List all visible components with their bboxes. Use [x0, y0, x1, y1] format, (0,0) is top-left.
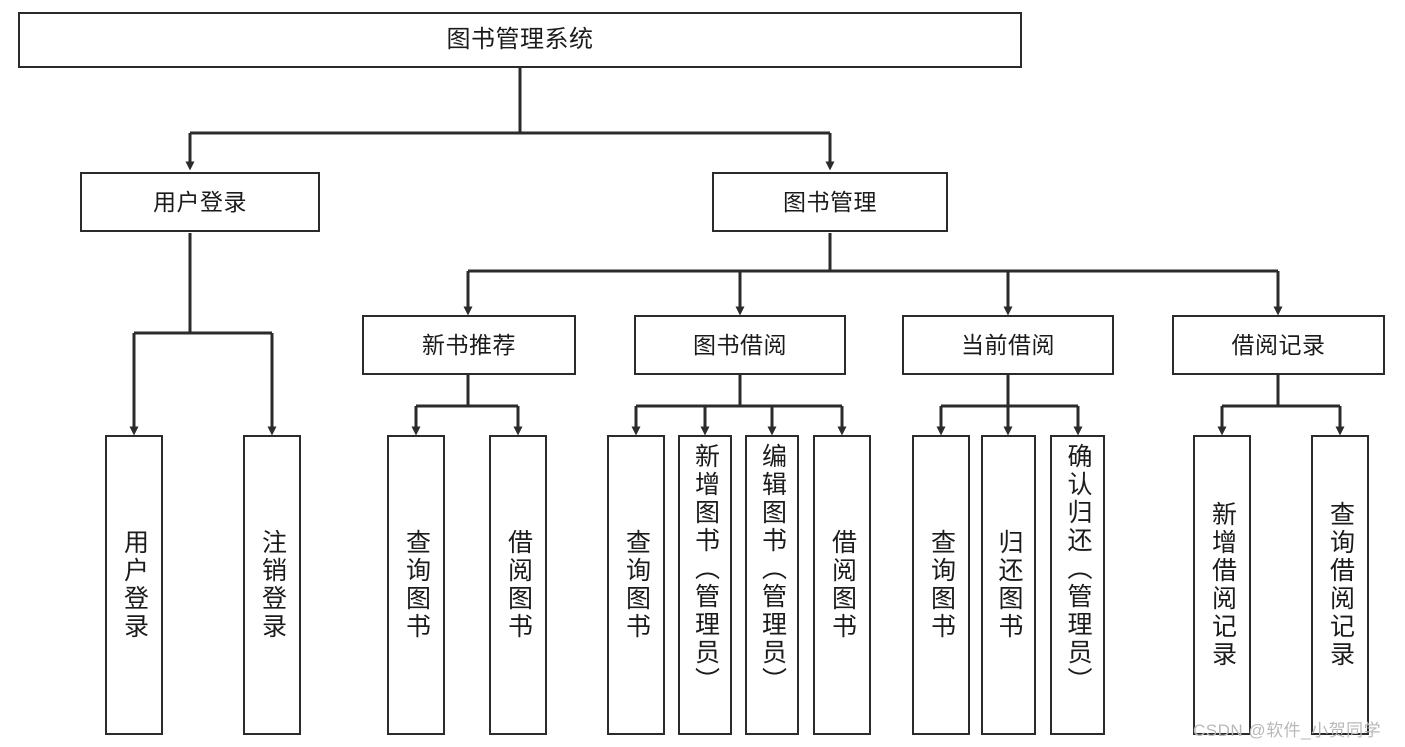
node-leaf-borrow-book-2[interactable]: 借阅图书 [813, 435, 871, 735]
node-leaf-add-record[interactable]: 新增借阅记录 [1193, 435, 1251, 735]
node-leaf-query-book-3-label: 查询图书 [927, 529, 956, 641]
node-book-management-label: 图书管理 [783, 188, 877, 215]
node-leaf-add-record-label: 新增借阅记录 [1208, 501, 1237, 669]
node-leaf-query-record[interactable]: 查询借阅记录 [1311, 435, 1369, 735]
node-leaf-borrow-book-1[interactable]: 借阅图书 [489, 435, 547, 735]
node-root-label: 图书管理系统 [446, 26, 594, 54]
node-borrow-record[interactable]: 借阅记录 [1172, 315, 1385, 375]
node-leaf-query-book-2[interactable]: 查询图书 [607, 435, 665, 735]
node-leaf-confirm-return-label: 确认归还（管理员） [1064, 443, 1092, 695]
node-book-borrow-label: 图书借阅 [693, 331, 787, 358]
node-current-borrow-label: 当前借阅 [961, 331, 1055, 358]
node-leaf-add-book[interactable]: 新增图书（管理员） [678, 435, 732, 735]
node-leaf-add-book-label: 新增图书（管理员） [691, 443, 720, 695]
node-leaf-edit-book-label: 编辑图书（管理员） [758, 443, 787, 695]
node-new-book-recommend-label: 新书推荐 [422, 331, 516, 358]
csdn-watermark: CSDN @软件_小贺同学 [1193, 721, 1382, 740]
node-leaf-user-logout[interactable]: 注销登录 [243, 435, 301, 735]
node-root[interactable]: 图书管理系统 [18, 12, 1022, 68]
node-leaf-borrow-book-2-label: 借阅图书 [828, 529, 857, 641]
node-leaf-query-book-1-label: 查询图书 [402, 529, 431, 641]
node-leaf-return-book[interactable]: 归还图书 [981, 435, 1036, 735]
node-leaf-query-book-3[interactable]: 查询图书 [912, 435, 970, 735]
node-book-management[interactable]: 图书管理 [712, 172, 948, 232]
node-leaf-return-book-label: 归还图书 [995, 529, 1023, 641]
node-leaf-user-login[interactable]: 用户登录 [105, 435, 163, 735]
node-leaf-query-book-2-label: 查询图书 [622, 529, 651, 641]
node-user-login[interactable]: 用户登录 [80, 172, 320, 232]
node-new-book-recommend[interactable]: 新书推荐 [362, 315, 576, 375]
node-leaf-borrow-book-1-label: 借阅图书 [504, 529, 533, 641]
node-leaf-edit-book[interactable]: 编辑图书（管理员） [745, 435, 799, 735]
node-book-borrow[interactable]: 图书借阅 [634, 315, 846, 375]
node-borrow-record-label: 借阅记录 [1231, 331, 1326, 358]
node-leaf-query-record-label: 查询借阅记录 [1326, 501, 1355, 669]
node-leaf-user-logout-label: 注销登录 [258, 529, 287, 641]
node-leaf-confirm-return[interactable]: 确认归还（管理员） [1050, 435, 1105, 735]
node-current-borrow[interactable]: 当前借阅 [902, 315, 1114, 375]
node-leaf-query-book-1[interactable]: 查询图书 [387, 435, 445, 735]
node-leaf-user-login-label: 用户登录 [120, 529, 149, 641]
node-user-login-label: 用户登录 [153, 188, 247, 215]
